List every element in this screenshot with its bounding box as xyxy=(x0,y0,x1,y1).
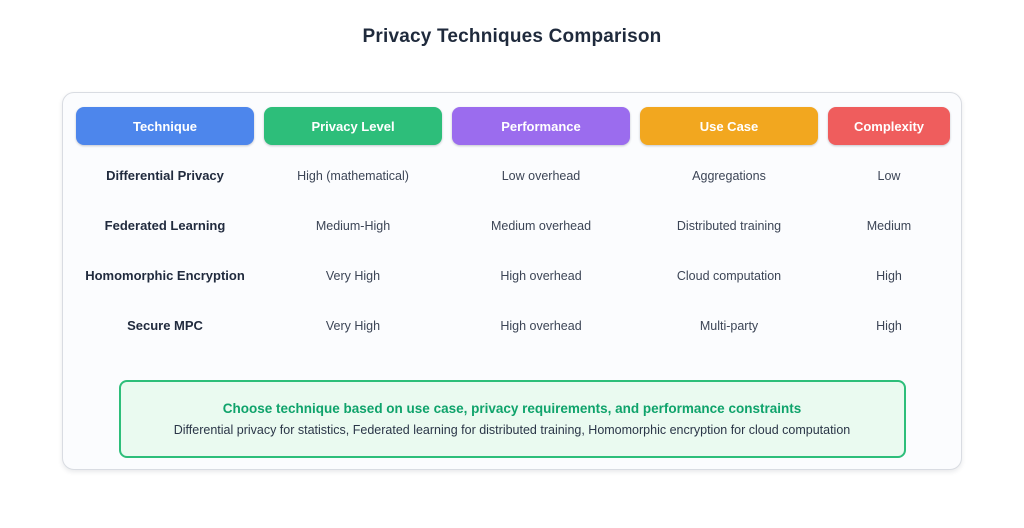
cell-use-case: Aggregations xyxy=(692,168,766,183)
cell-technique: Secure MPC xyxy=(127,318,203,334)
cell-complexity: High xyxy=(876,318,902,333)
cell-complexity: High xyxy=(876,268,902,283)
cell-technique: Federated Learning xyxy=(104,218,226,234)
cell-performance: Medium overhead xyxy=(490,218,592,233)
table-body: Differential Privacy High (mathematical)… xyxy=(76,151,948,351)
cell-technique: Differential Privacy xyxy=(106,168,224,184)
cell-privacy-level: Very High xyxy=(325,318,381,333)
column-header-complexity: Complexity xyxy=(828,107,950,145)
cell-performance: High overhead xyxy=(500,318,582,333)
note-body: Differential privacy for statistics, Fed… xyxy=(173,423,851,437)
cell-performance: Low overhead xyxy=(501,168,581,183)
recommendation-note: Choose technique based on use case, priv… xyxy=(118,380,906,458)
cell-complexity: Low xyxy=(877,168,901,183)
cell-privacy-level: Medium-High xyxy=(315,218,391,233)
cell-technique: Homomorphic Encryption xyxy=(85,268,245,284)
cell-privacy-level: High (mathematical) xyxy=(297,168,409,183)
column-header-privacy-level: Privacy Level xyxy=(264,107,442,145)
cell-use-case: Cloud computation xyxy=(676,268,782,283)
table-row: Homomorphic Encryption Very High High ov… xyxy=(76,251,948,301)
page-title: Privacy Techniques Comparison xyxy=(362,26,662,47)
column-header-performance: Performance xyxy=(452,107,630,145)
cell-use-case: Multi-party xyxy=(699,318,759,333)
table-header-row: Technique Privacy Level Performance Use … xyxy=(76,107,950,145)
cell-complexity: Medium xyxy=(866,218,912,233)
table-row: Federated Learning Medium-High Medium ov… xyxy=(76,201,948,251)
column-header-technique: Technique xyxy=(76,107,254,145)
column-header-use-case: Use Case xyxy=(640,107,818,145)
table-row: Secure MPC Very High High overhead Multi… xyxy=(76,301,948,351)
cell-performance: High overhead xyxy=(500,268,582,283)
cell-privacy-level: Very High xyxy=(325,268,381,283)
cell-use-case: Distributed training xyxy=(676,218,782,233)
comparison-card: Technique Privacy Level Performance Use … xyxy=(62,92,962,470)
note-heading: Choose technique based on use case, priv… xyxy=(222,401,802,416)
table-row: Differential Privacy High (mathematical)… xyxy=(76,151,948,201)
